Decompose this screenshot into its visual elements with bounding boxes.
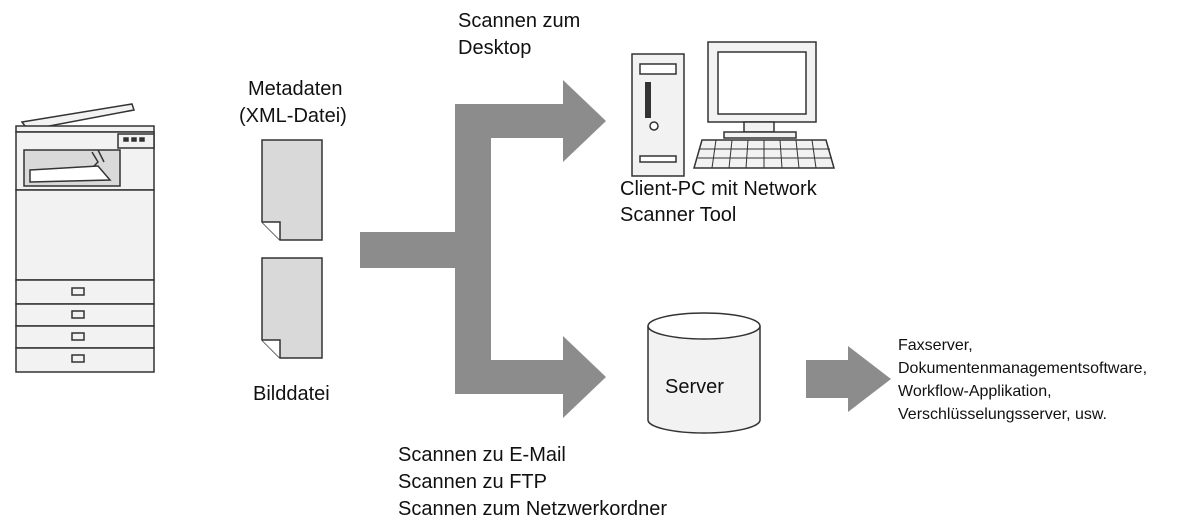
computer-icon (631, 41, 835, 177)
apps-label-encryption: Verschlüsselungsserver, usw. (898, 406, 1107, 423)
database-icon (647, 312, 761, 434)
scan-to-desktop-label: Scannen zum (458, 10, 581, 32)
scan-to-network-folder-label: Scannen zum Netzwerkordner (398, 498, 668, 520)
printer-icon (15, 103, 155, 373)
metadata-label: Metadaten (248, 78, 343, 100)
image-file-label: Bilddatei (253, 383, 330, 405)
apps-label-fax: Faxserver, (898, 337, 973, 354)
branching-arrow (360, 80, 606, 418)
client-pc-label: Client-PC mit Network (620, 178, 817, 200)
metadata-type-label: (XML-Datei) (239, 105, 347, 127)
apps-label-workflow: Workflow-Applikation, (898, 383, 1052, 400)
scan-to-email-label: Scannen zu E-Mail (398, 444, 566, 466)
server-label: Server (665, 376, 724, 398)
scan-to-desktop-label-2: Desktop (458, 37, 532, 59)
apps-label-docmgmt: Dokumentenmanagementsoftware, (898, 360, 1148, 377)
document-icon (261, 139, 323, 241)
output-arrow (806, 346, 891, 412)
document-icon (261, 257, 323, 359)
scan-to-ftp-label: Scannen zu FTP (398, 471, 547, 493)
client-pc-label-2: Scanner Tool (620, 204, 737, 226)
